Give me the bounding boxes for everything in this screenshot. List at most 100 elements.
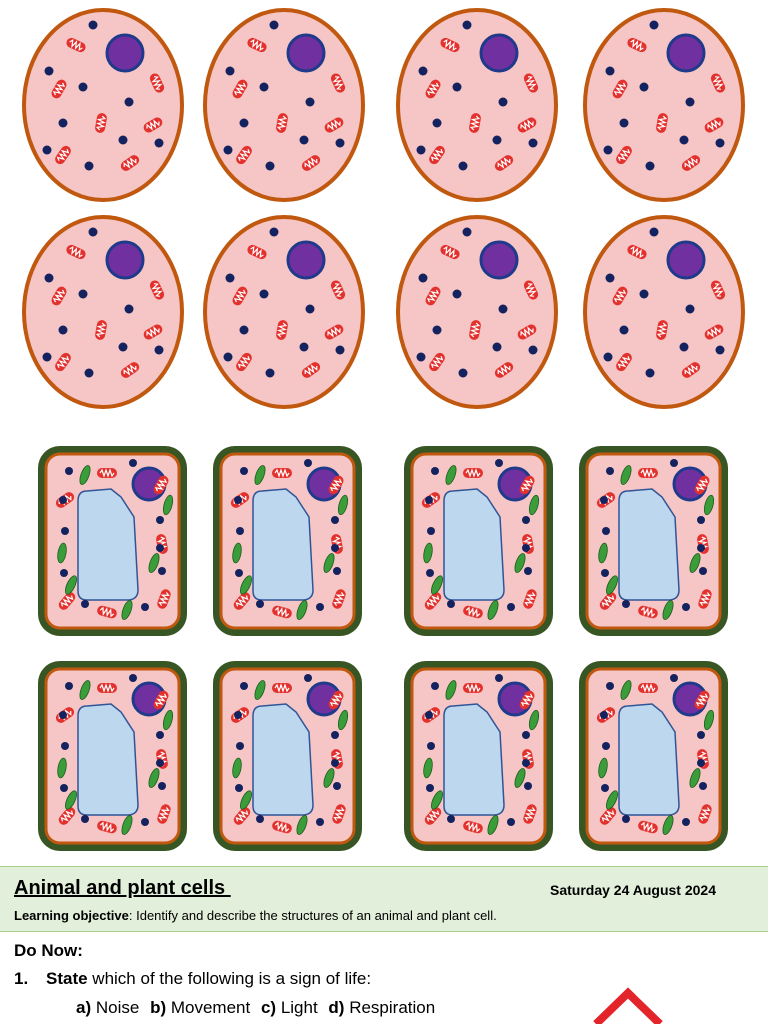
ribosome [225,66,235,76]
ribosome [234,711,242,719]
option-text: Noise [95,998,140,1017]
ribosome [619,325,629,335]
option-text: Light [280,998,318,1017]
ribosome [124,97,134,107]
ribosome [426,569,434,577]
ribosome [239,118,249,128]
ribosome [418,273,428,283]
ribosome [452,82,462,92]
vacuole [618,488,680,601]
ribosome [431,467,439,475]
ribosome [715,345,725,355]
ribosome [605,273,615,283]
nucleus [666,240,706,280]
ribosome [88,227,98,237]
ribosome [81,815,89,823]
ribosome [699,782,707,790]
ribosome [426,784,434,792]
ribosome [715,138,725,148]
ribosome [697,759,705,767]
ribosome [528,138,538,148]
nucleus [479,240,519,280]
ribosome [223,352,233,362]
nucleus [479,33,519,73]
option-d: d) Respiration [328,998,435,1017]
ribosome [458,368,468,378]
ribosome [256,815,264,823]
ribosome [335,138,345,148]
ribosome [335,345,345,355]
nucleus [286,240,326,280]
animal-cell [203,8,365,202]
ribosome [124,304,134,314]
ribosome [154,138,164,148]
lesson-header: Animal and plant cells Saturday 24 Augus… [0,866,768,932]
ribosome [524,782,532,790]
ribosome [699,567,707,575]
ribosome [141,603,149,611]
ribosome [431,682,439,690]
triangle-logo-icon [593,987,663,1024]
ribosome [59,711,67,719]
cell-membrane [396,215,558,409]
option-a: a) Noise [76,998,139,1017]
ribosome [600,496,608,504]
ribosome [522,731,530,739]
ribosome [603,145,613,155]
mitochondrion [96,682,118,694]
ribosome [156,731,164,739]
ribosome [507,603,515,611]
vacuole [77,488,139,601]
ribosome [129,459,137,467]
answer-options: a) Noise b) Movement c) Light d) Respira… [76,998,441,1018]
ribosome [225,273,235,283]
ribosome [299,342,309,352]
ribosome [418,66,428,76]
ribosome [118,135,128,145]
ribosome [427,742,435,750]
ribosome [416,352,426,362]
ribosome [256,600,264,608]
ribosome [84,161,94,171]
ribosome [639,82,649,92]
option-text: Respiration [349,998,436,1017]
ribosome [78,82,88,92]
ribosome [522,516,530,524]
ribosome [235,784,243,792]
question-1: 1.State which of the following is a sign… [14,969,371,989]
ribosome [84,368,94,378]
ribosome [81,600,89,608]
ribosome [603,352,613,362]
animal-cell [22,215,184,409]
cell-membrane [22,215,184,409]
plant-cell [38,661,187,851]
question-text: which of the following is a sign of life… [87,969,372,988]
ribosome [425,496,433,504]
ribosome [522,544,530,552]
option-text: Movement [170,998,251,1017]
animal-cell [583,215,745,409]
cell-membrane [396,8,558,202]
ribosome [44,273,54,283]
ribosome [679,342,689,352]
option-letter: d) [328,998,345,1017]
ribosome [333,782,341,790]
ribosome [158,782,166,790]
nucleus [666,33,706,73]
ribosome [235,569,243,577]
ribosome [524,567,532,575]
ribosome [606,682,614,690]
ribosome [697,731,705,739]
option-letter: b) [150,998,167,1017]
mitochondrion [96,467,118,479]
ribosome [622,815,630,823]
lesson-date: Saturday 24 August 2024 [550,882,716,898]
ribosome [522,759,530,767]
do-now-heading: Do Now: [14,941,83,960]
vacuole [252,703,314,816]
ribosome [679,135,689,145]
ribosome [331,544,339,552]
ribosome [42,145,52,155]
ribosome [697,544,705,552]
page-title: Animal and plant cells [14,877,231,899]
